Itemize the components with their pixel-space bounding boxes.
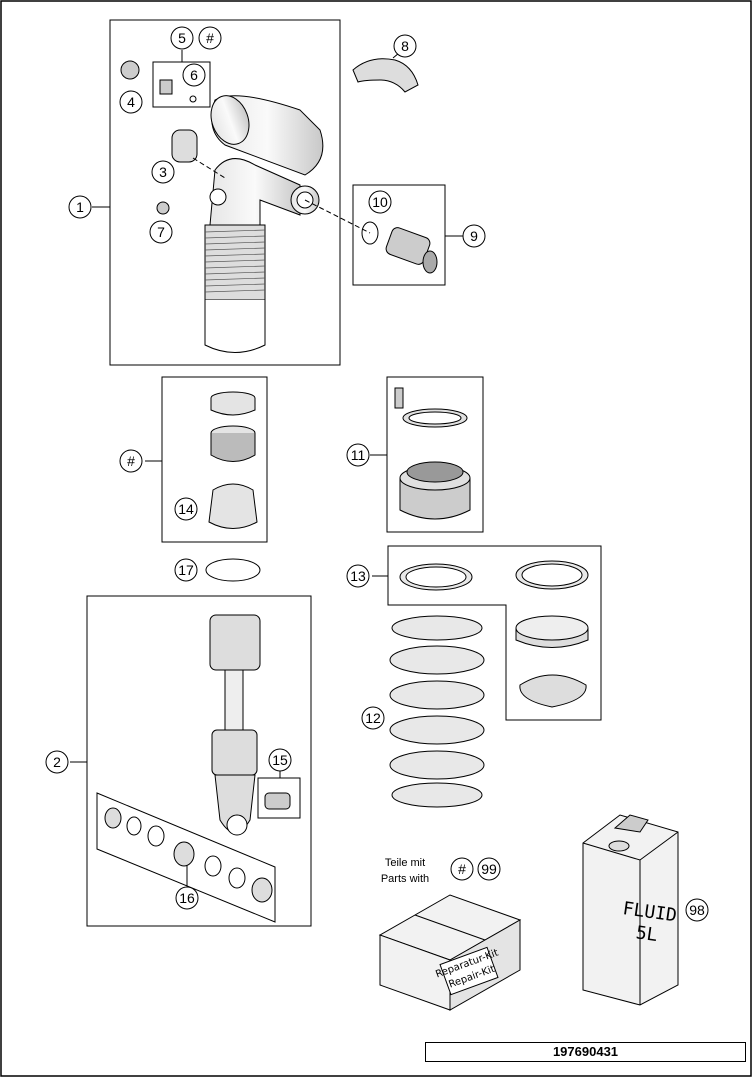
part-4-seal [120, 60, 140, 80]
svg-text:17: 17 [178, 562, 194, 578]
svg-text:1: 1 [76, 199, 84, 215]
svg-text:13: 13 [350, 568, 366, 584]
callout-16: 16 [175, 886, 199, 910]
part-8-drawing [352, 58, 419, 93]
callout-hash: # [119, 449, 143, 473]
callout-9: 9 [462, 224, 486, 248]
svg-text:14: 14 [178, 501, 194, 517]
svg-text:2: 2 [53, 754, 61, 770]
callout-14: 14 [174, 497, 198, 521]
callout-15: 15 [268, 748, 292, 772]
group-box-13 [387, 545, 602, 721]
group-box-16 [96, 792, 276, 923]
group-box-14 [161, 376, 268, 543]
svg-text:6: 6 [190, 67, 198, 83]
group-box-1 [109, 19, 341, 366]
part-16-shims [104, 807, 273, 903]
fluid-can [582, 814, 679, 1006]
svg-text:10: 10 [372, 194, 388, 210]
repair-kit-box [378, 894, 522, 1011]
callout-98: 98 [685, 898, 709, 922]
svg-text:8: 8 [401, 38, 409, 54]
svg-text:9: 9 [470, 228, 478, 244]
callout-2: 2 [45, 750, 69, 774]
part-11-adjuster [394, 387, 471, 520]
callout-3: 3 [151, 160, 175, 184]
svg-text:5: 5 [178, 30, 186, 46]
svg-text:99: 99 [481, 861, 497, 877]
part-13-spring-seats [399, 560, 589, 708]
kit-note-line1: Teile mit [385, 857, 425, 869]
svg-text:#: # [458, 861, 466, 877]
svg-text:98: 98 [689, 902, 705, 918]
damper-body-drawing [204, 188, 266, 353]
callout-10: 10 [368, 190, 392, 214]
part-3-bushing [171, 129, 198, 163]
part-15-valve [264, 792, 291, 810]
group-box-2 [86, 595, 312, 927]
svg-text:7: 7 [157, 224, 165, 240]
part-12-spring [389, 615, 485, 808]
callout-99-hash: # [450, 857, 474, 881]
callout-5: 5 [170, 26, 194, 50]
callout-13: 13 [346, 564, 370, 588]
callout-12: 12 [361, 706, 385, 730]
kit-note-line2: Parts with [381, 873, 429, 885]
callout-6: 6 [182, 63, 206, 87]
callout-4: 4 [119, 90, 143, 114]
document-number: 197690431 [425, 1042, 746, 1062]
part-17-circlip [205, 558, 261, 582]
callout-8: 8 [393, 34, 417, 58]
part-7-nut [156, 201, 170, 215]
svg-text:11: 11 [351, 447, 366, 463]
fluid-label-line2: 5L [634, 922, 659, 946]
seal-kit-parts [208, 391, 258, 529]
svg-text:12: 12 [365, 710, 381, 726]
svg-text:15: 15 [272, 752, 288, 768]
reservoir-drawing [209, 95, 324, 226]
group-box-9 [352, 184, 446, 286]
svg-text:4: 4 [127, 94, 135, 110]
part-2-piston-rod [209, 614, 261, 836]
svg-text:3: 3 [159, 164, 167, 180]
callout-7: 7 [149, 220, 173, 244]
callout-17: 17 [174, 558, 198, 582]
part-9-valve-cartridge [385, 227, 438, 274]
svg-text:16: 16 [179, 890, 195, 906]
svg-text:#: # [127, 453, 135, 469]
svg-text:#: # [206, 30, 214, 46]
part-6-valve [159, 79, 173, 95]
callout-11: 11 [346, 443, 370, 467]
callout-99: 99 [477, 857, 501, 881]
callout-1: 1 [68, 195, 92, 219]
group-box-15 [257, 777, 301, 819]
callout-5-hash: # [198, 26, 222, 50]
